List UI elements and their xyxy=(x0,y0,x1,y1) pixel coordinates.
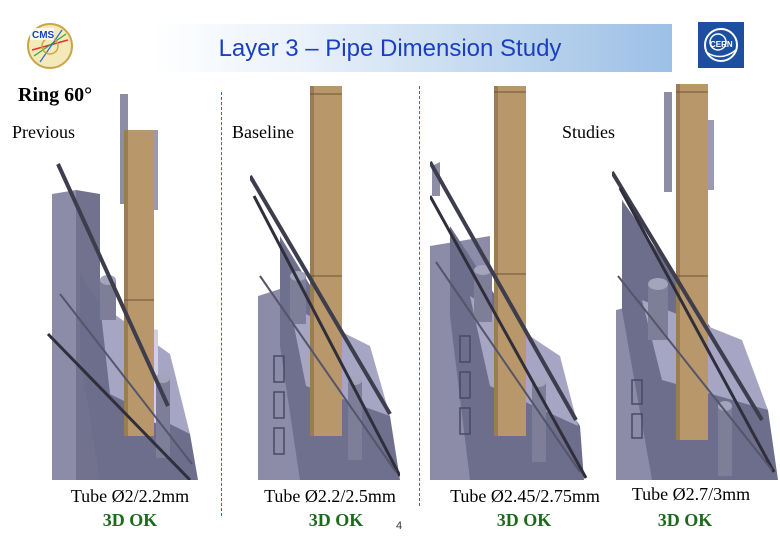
page-title: Layer 3 – Pipe Dimension Study xyxy=(218,35,562,62)
panel-1-status: 3D OK xyxy=(102,510,158,530)
panel-4-caption: Tube Ø2.7/3mm xyxy=(631,484,751,504)
ring-label: Ring 60° xyxy=(18,84,93,106)
divider-baseline-studies xyxy=(419,86,420,506)
cern-logo: CERN xyxy=(698,22,744,68)
render-panel-1 xyxy=(46,94,198,480)
panel-4-status: 3D OK xyxy=(657,510,713,530)
panel-3-status: 3D OK xyxy=(496,510,552,530)
column-label-previous: Previous xyxy=(12,122,75,142)
svg-text:CERN: CERN xyxy=(710,40,733,49)
panel-1-caption: Tube Ø2/2.2mm xyxy=(70,486,190,506)
column-label-studies: Studies xyxy=(562,122,616,142)
render-panel-3 xyxy=(430,86,588,480)
page-number: 4 xyxy=(396,520,403,532)
cms-logo: CMS xyxy=(22,20,78,72)
column-label-baseline: Baseline xyxy=(232,122,294,142)
panel-2-caption: Tube Ø2.2/2.5mm xyxy=(264,486,396,506)
panel-2-status: 3D OK xyxy=(308,510,364,530)
svg-text:CMS: CMS xyxy=(32,30,55,41)
render-panel-2 xyxy=(250,86,400,480)
panel-3-caption: Tube Ø2.45/2.75mm xyxy=(450,486,600,506)
render-panel-4 xyxy=(612,84,778,480)
title-bar xyxy=(108,24,672,72)
divider-previous-baseline xyxy=(221,92,222,516)
